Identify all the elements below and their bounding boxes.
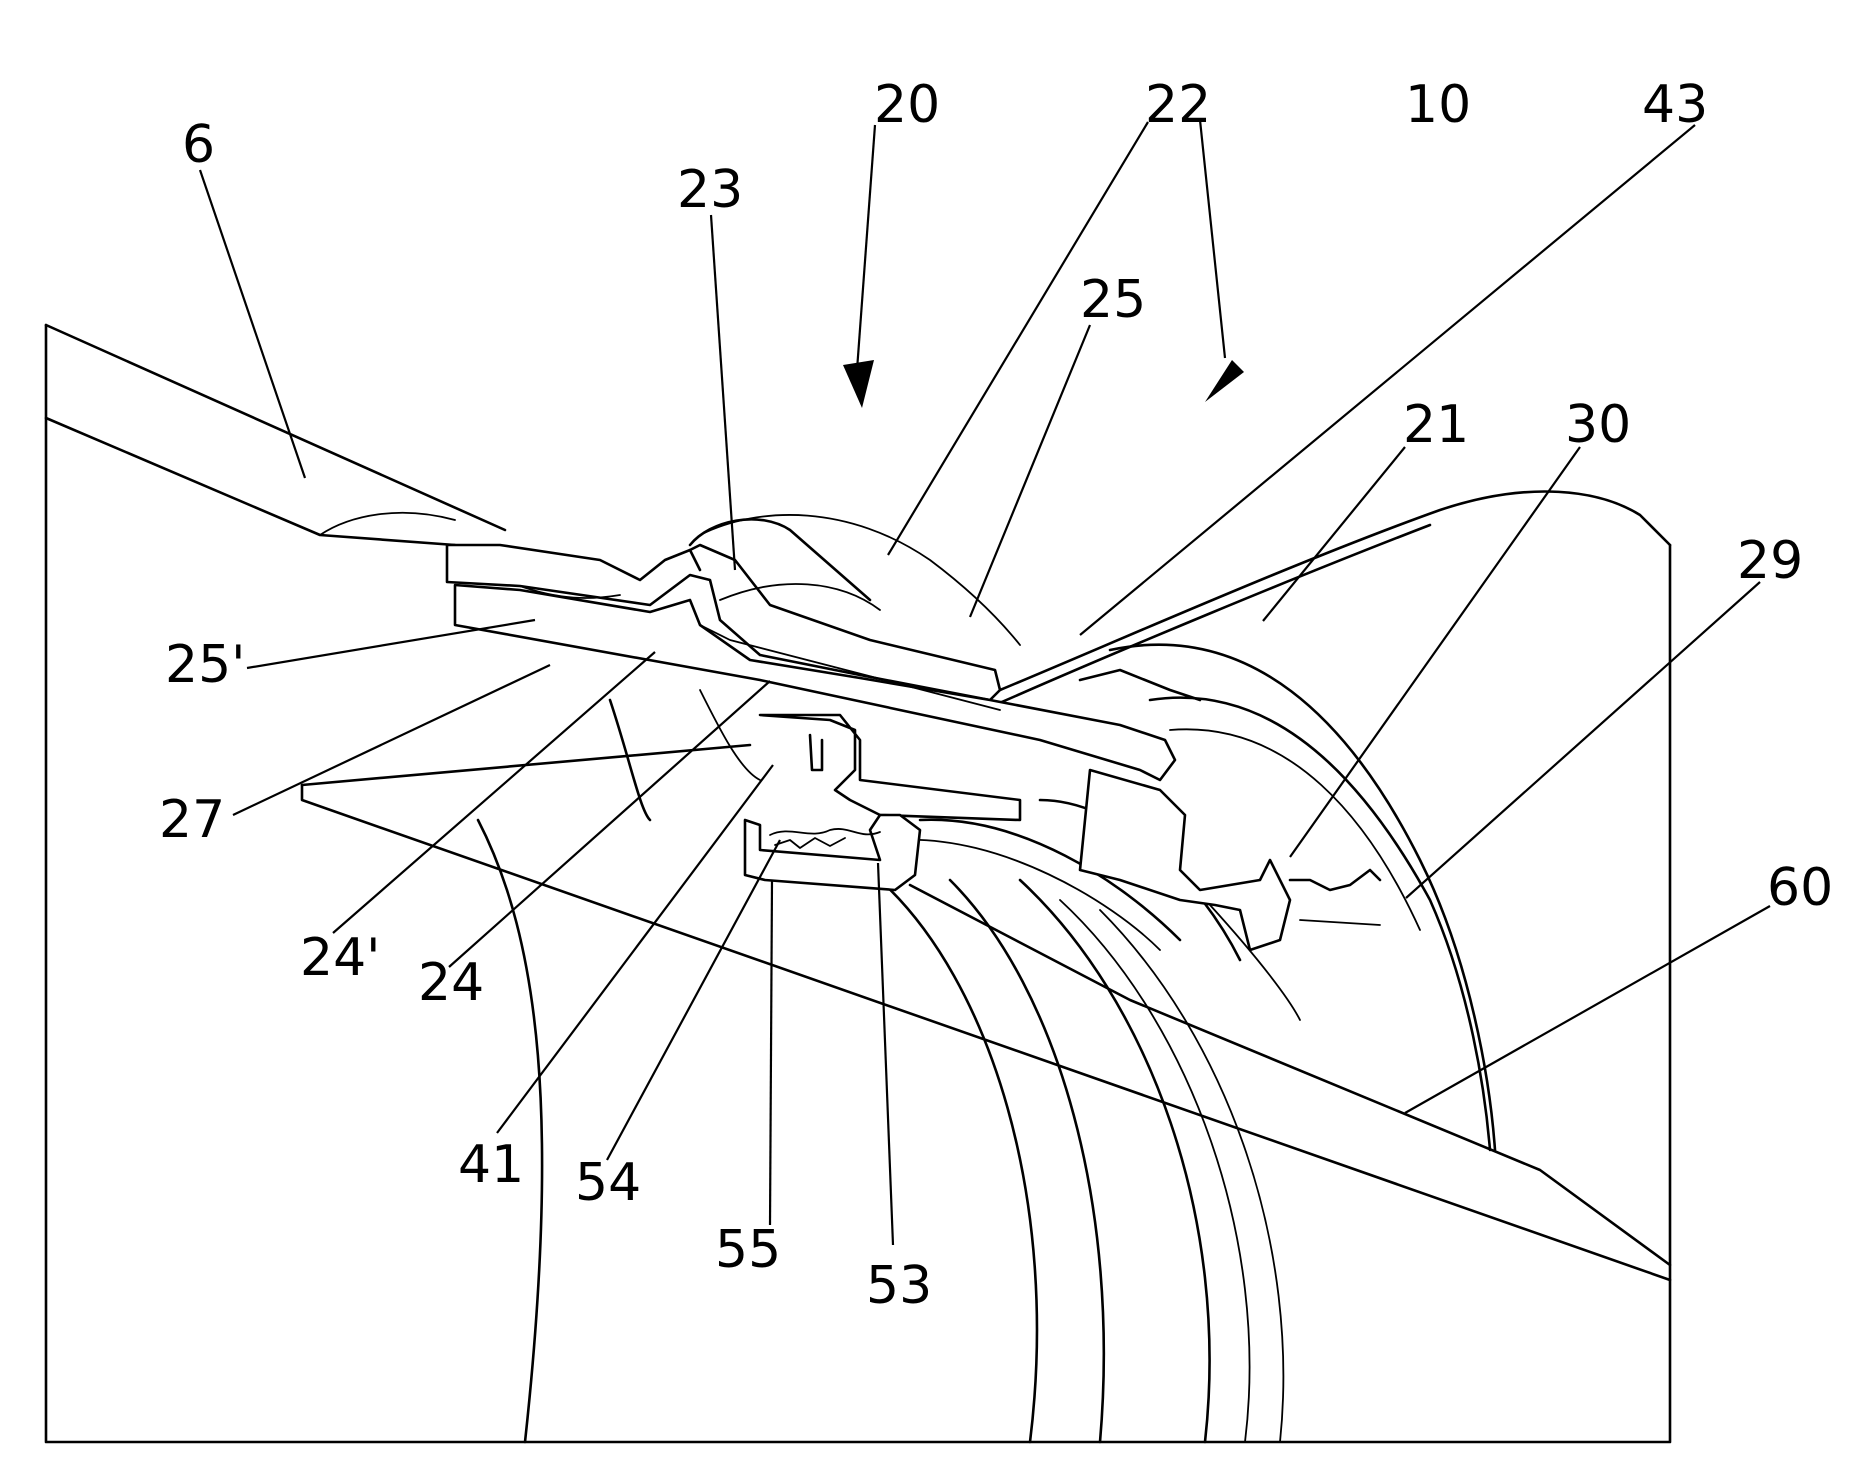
label-43: 43 <box>1642 75 1708 135</box>
arrow-20 <box>843 360 874 408</box>
arrows <box>843 120 1244 408</box>
label-30: 30 <box>1565 395 1631 455</box>
label-55: 55 <box>715 1220 781 1280</box>
label-23: 23 <box>677 160 743 220</box>
clamp-lower <box>455 585 1200 780</box>
arrow-10 <box>1205 360 1244 402</box>
label-60: 60 <box>1767 858 1833 918</box>
label-20: 20 <box>874 75 940 135</box>
label-27: 27 <box>159 790 225 850</box>
label-25: 25 <box>1080 270 1146 330</box>
label-53: 53 <box>866 1256 932 1316</box>
t-connector <box>745 715 1020 890</box>
sheet-6 <box>46 325 505 545</box>
label-24: 24 <box>418 953 484 1013</box>
label-25-prime: 25' <box>165 635 245 695</box>
label-21: 21 <box>1403 395 1469 455</box>
sheet-10 <box>995 491 1670 705</box>
label-24-prime: 24' <box>300 928 380 988</box>
label-10: 10 <box>1405 75 1471 135</box>
label-6: 6 <box>182 115 215 175</box>
label-41: 41 <box>458 1135 524 1195</box>
label-22: 22 <box>1145 75 1211 135</box>
label-54: 54 <box>575 1153 641 1213</box>
label-29: 29 <box>1737 531 1803 591</box>
hook-detail <box>1080 770 1380 1020</box>
